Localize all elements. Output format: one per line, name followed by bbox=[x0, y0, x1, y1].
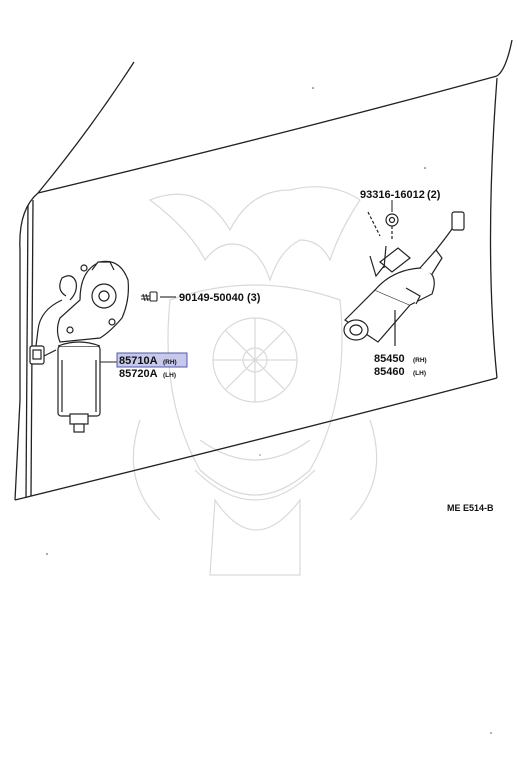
label-actuator-rh-side: (RH) bbox=[413, 357, 427, 364]
window-motor-drawing bbox=[29, 260, 129, 433]
label-screw-number: 90149-50040 bbox=[179, 292, 244, 304]
label-motor-rh-side: (RH) bbox=[163, 359, 177, 366]
watermark bbox=[132, 186, 378, 576]
screw-drawing bbox=[141, 291, 176, 302]
lock-actuator-drawing bbox=[343, 211, 465, 346]
label-screw-qty: (3) bbox=[247, 292, 261, 304]
label-motor-lh-number[interactable]: 85720A bbox=[119, 368, 158, 380]
label-bolt-number: 93316-16012 bbox=[360, 189, 425, 201]
diagram-code: ME E514-B bbox=[447, 503, 494, 513]
label-actuator-rh-number[interactable]: 85450 bbox=[374, 353, 405, 365]
label-bolt-qty: (2) bbox=[427, 189, 441, 201]
label-actuator-lh-side: (LH) bbox=[413, 370, 426, 377]
label-motor-lh-side: (LH) bbox=[163, 372, 176, 379]
highlight-85710A bbox=[116, 352, 188, 368]
scan-specks bbox=[46, 87, 492, 734]
label-actuator-lh-number[interactable]: 85460 bbox=[374, 366, 405, 378]
leader-lines bbox=[100, 200, 393, 363]
label-motor-rh-number[interactable]: 85710A bbox=[119, 355, 158, 367]
